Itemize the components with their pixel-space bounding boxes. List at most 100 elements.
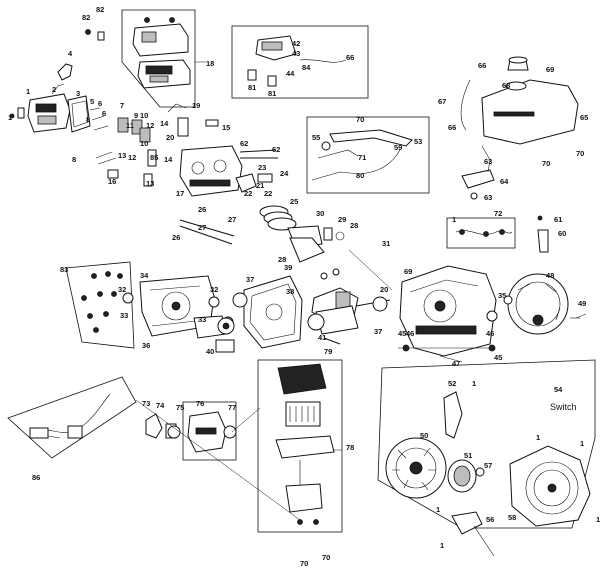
callout-8b: 8 (72, 155, 76, 164)
callout-20b: 20 (380, 285, 388, 294)
callout-59: 59 (394, 143, 402, 152)
crankcase-side (193, 315, 235, 353)
callout-1c: 1 (452, 215, 456, 224)
callout-7: 7 (120, 101, 124, 110)
callout-29: 29 (338, 215, 346, 224)
governor-arm (247, 35, 347, 87)
callout-43: 43 (292, 49, 300, 58)
callout-28: 28 (278, 255, 286, 264)
callout-32: 32 (118, 285, 126, 294)
flywheel (503, 273, 580, 335)
callout-1: 1 (26, 87, 30, 96)
crankcase-gasket (243, 275, 303, 349)
callout-32b: 32 (210, 285, 218, 294)
callout-18: 18 (206, 59, 214, 68)
camshaft (307, 305, 359, 345)
fuel-tank (460, 56, 579, 200)
callout-11: 11 (126, 121, 134, 130)
throttle-cable-box (306, 116, 430, 194)
callout-1h: 1 (440, 541, 444, 550)
callout-35: 35 (498, 291, 506, 300)
callout-26: 26 (198, 205, 206, 214)
recoil-starter-frame (377, 359, 596, 529)
callout-77: 77 (228, 403, 236, 412)
air-filter (275, 363, 335, 525)
bolt-kit (81, 271, 123, 333)
piston-assembly (259, 205, 345, 263)
cylinder-head-cover (9, 63, 91, 133)
callout-70e: 70 (300, 559, 308, 568)
callout-66: 66 (346, 53, 354, 62)
callout-23: 23 (258, 163, 266, 172)
callout-58: 58 (508, 513, 516, 522)
callout-16: 16 (108, 177, 116, 186)
callout-76: 76 (196, 399, 204, 408)
callout-84: 84 (302, 63, 311, 72)
callout-9: 9 (134, 111, 138, 120)
callout-8: 8 (86, 115, 90, 124)
callout-47: 47 (452, 359, 460, 368)
callout-75: 75 (176, 403, 184, 412)
callout-54: 54 (554, 385, 563, 394)
callout-67: 67 (438, 97, 446, 106)
callout-28b: 28 (350, 221, 358, 230)
callout-45: 45 (398, 329, 406, 338)
callout-6b: 6 (102, 109, 106, 118)
callout-69b: 69 (404, 267, 412, 276)
callout-15: 15 (222, 123, 230, 132)
callout-6: 6 (98, 99, 102, 108)
fuel-line-kit (455, 215, 549, 253)
callout-22b: 22 (264, 189, 272, 198)
callout-33b: 33 (198, 315, 206, 324)
callout-74: 74 (156, 401, 165, 410)
callout-24: 24 (280, 169, 289, 178)
recoil-housing (509, 445, 591, 527)
cylinder-head (179, 145, 257, 197)
wiring-harness (29, 393, 111, 439)
callout-30: 30 (316, 209, 324, 218)
valve-springs-group (89, 103, 219, 187)
callout-26b: 26 (172, 233, 180, 242)
callout-44: 44 (286, 69, 295, 78)
callout-10b: 10 (140, 139, 148, 148)
valve-cover-frame (121, 9, 206, 108)
callout-27b: 27 (198, 223, 206, 232)
callout-41: 41 (318, 333, 326, 342)
callout-70c: 70 (542, 159, 550, 168)
callout-12: 12 (146, 121, 154, 130)
callout-83: 83 (60, 265, 68, 274)
callout-2: 2 (52, 85, 56, 94)
callout-50: 50 (420, 431, 428, 440)
callout-62b: 62 (272, 145, 280, 154)
callout-14b: 14 (164, 155, 173, 164)
callout-4: 4 (68, 49, 73, 58)
callout-12b: 12 (128, 153, 136, 162)
callout-1d: 1 (472, 379, 476, 388)
bolt-kit-frame (65, 261, 135, 349)
callout-82b: 82 (82, 13, 90, 22)
callout-70b: 70 (576, 149, 584, 158)
recoil-fan (385, 437, 447, 499)
callout-82: 82 (96, 5, 104, 14)
callout-27: 27 (228, 215, 236, 224)
callout-85: 85 (150, 153, 158, 162)
engine-block (398, 265, 498, 357)
callout-62: 62 (240, 139, 248, 148)
air-filter-frame (257, 359, 343, 533)
callout-56: 56 (486, 515, 494, 524)
callout-40: 40 (206, 347, 214, 356)
callout-49: 49 (578, 299, 586, 308)
callout-55: 55 (312, 133, 320, 142)
callout-1b: 1 (8, 113, 12, 122)
carburetor (145, 411, 237, 453)
callout-1i: 1 (436, 505, 440, 514)
push-rods (179, 149, 278, 245)
callout-46: 46 (406, 329, 414, 338)
callout-72: 72 (494, 209, 502, 218)
callout-3: 3 (76, 89, 80, 98)
callout-1f: 1 (580, 439, 584, 448)
callout-1e: 1 (536, 433, 540, 442)
callout-71: 71 (358, 153, 366, 162)
callout-21: 21 (256, 181, 264, 190)
